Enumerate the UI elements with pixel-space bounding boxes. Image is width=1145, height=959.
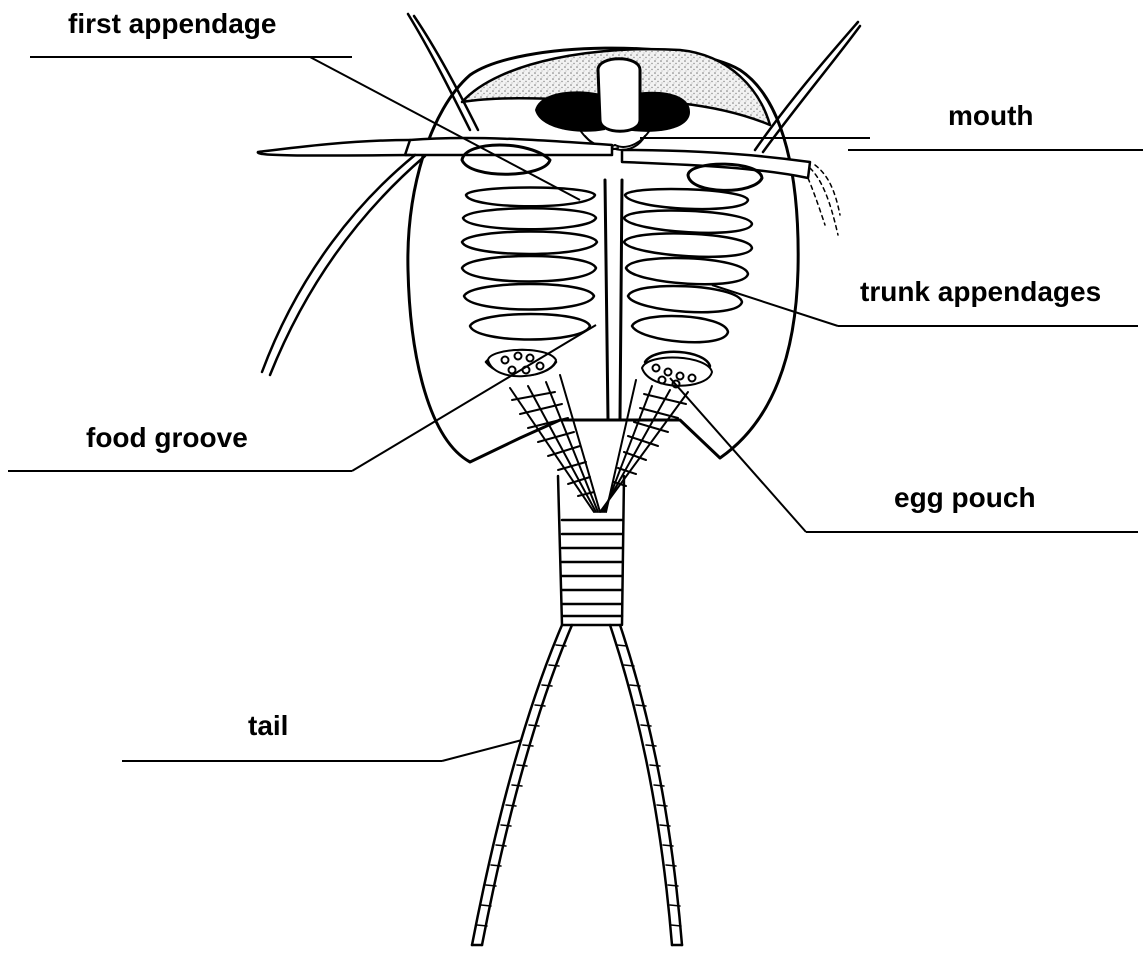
label-trunk-appendages: trunk appendages — [860, 278, 1101, 306]
tail-stalk — [558, 476, 624, 625]
label-tail: tail — [248, 712, 288, 740]
label-egg-pouch: egg pouch — [894, 484, 1036, 512]
egg-pouch-right — [642, 357, 712, 387]
abdomen-left — [510, 375, 600, 512]
leader-tail — [442, 740, 522, 761]
abdomen-right — [600, 380, 688, 512]
trunk-appendages-right — [624, 189, 752, 378]
label-mouth: mouth — [948, 102, 1034, 130]
caudal-ramus-left — [472, 625, 572, 945]
label-first-appendage: first appendage — [68, 10, 276, 38]
label-food-groove: food groove — [86, 424, 248, 452]
caudal-ramus-right — [610, 625, 682, 945]
food-groove — [605, 180, 608, 420]
food-groove-inner — [620, 180, 622, 420]
nuchal-organ — [598, 59, 640, 132]
egg-pouch-left — [488, 350, 556, 376]
trunk-appendages-left — [462, 188, 597, 376]
appendage-setae — [808, 165, 840, 235]
leader-food-groove — [352, 325, 596, 471]
leader-egg-pouch — [670, 378, 806, 532]
leader-trunk-appendages — [712, 285, 838, 326]
